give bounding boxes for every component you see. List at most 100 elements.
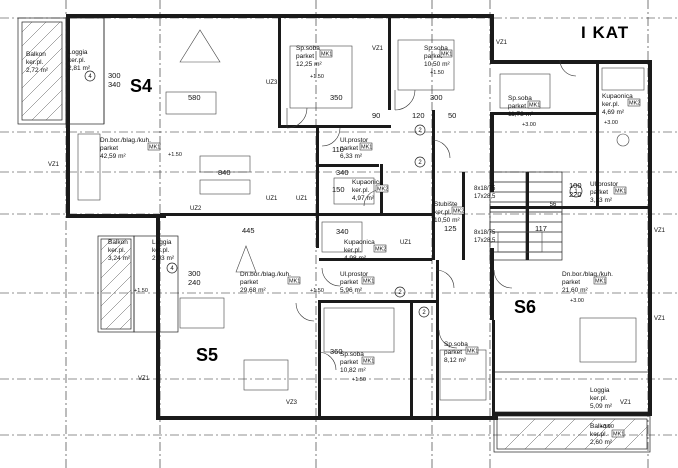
room-s5-loggia-area: 2,03 m² — [152, 255, 175, 262]
dimension-label: 300 — [188, 269, 201, 278]
svg-text:MK1: MK1 — [595, 279, 606, 285]
finish-tags: MK1 MK1 MK1 MK1 MK2 MK2 MK1 MK2 MK1 MK2 … — [147, 49, 640, 438]
finish-tag-box: MK1 — [527, 100, 540, 109]
dimension-label: 350 — [330, 93, 343, 102]
room-s5-spsoba-floor: parket — [340, 359, 358, 366]
svg-text:MK1: MK1 — [363, 279, 374, 285]
room-s6-spsoba1-name: Sp.soba — [508, 95, 532, 102]
wall-tag: VZ3 — [286, 400, 298, 406]
level-mark: +1.50 — [430, 70, 444, 76]
dimension-label: 580 — [188, 93, 201, 102]
room-s6-spsoba2-area: 8,12 m² — [444, 357, 467, 364]
wall-tag: VZ1 — [372, 46, 384, 52]
room-s5-kupaonica-floor: ker.pl. — [344, 247, 362, 254]
wall-tags: VZ1 VZ1 UZ3 VZ1 UZ1 UZ1 UZ1 VZ1 VZ1 VZ1 … — [48, 40, 666, 406]
room-s4-spsoba2-area: 10,50 m² — [424, 61, 450, 68]
wall-tag: UZ1 — [296, 196, 308, 202]
svg-text:MK1: MK1 — [613, 432, 624, 438]
axis-mark: 2 — [398, 290, 402, 296]
room-s4-kupaonica-name: Kupaonica — [352, 179, 383, 186]
room-s4-kupaonica-floor: ker.pl. — [352, 187, 370, 194]
room-s4-loggia-area: 2,81 m² — [68, 65, 91, 72]
room-s4-ulprostor-name: Ul.prostor — [340, 137, 369, 144]
room-s6-balkon-floor: ker.pl. — [590, 431, 608, 438]
dimension-label: 300 — [430, 93, 443, 102]
apartment-label-s6: S6 — [514, 297, 536, 317]
room-s5-dnbor-area: 29,68 m² — [240, 287, 266, 294]
finish-tag-box: MK1 — [593, 276, 606, 285]
room-s5-ulprostor-area: 5,96 m² — [340, 287, 363, 294]
room-s5-spsoba-name: Sp.soba — [340, 351, 364, 358]
room-s5-kupaonica-name: Kupaonica — [344, 239, 375, 246]
room-s6-loggia-name: Loggia — [590, 387, 610, 394]
axis-mark: 2 — [418, 160, 422, 166]
dimension-label: 117 — [535, 224, 547, 233]
room-s4-kupaonica-area: 4,97 m² — [352, 195, 375, 202]
stair-note: 8x18/75 — [474, 186, 496, 192]
finish-tag-box: MK2 — [451, 206, 464, 215]
dimension-label: 90 — [372, 111, 380, 120]
room-s5-ulprostor-name: Ul.prostor — [340, 271, 369, 278]
axis-mark: 4 — [170, 266, 174, 272]
room-s4-dnbor-floor: parket — [100, 145, 118, 152]
room-s5-balkon-area: 3,24 m² — [108, 255, 131, 262]
finish-tag-box: MK1 — [439, 49, 452, 58]
furniture — [77, 29, 645, 401]
room-s5-dnbor-name: Dn.bor./blag./kuh. — [240, 271, 291, 278]
balcony-s4 — [17, 17, 105, 125]
svg-text:MK1: MK1 — [529, 103, 540, 109]
room-stubiste-floor: ker.pl. — [434, 209, 452, 216]
svg-text:MK1: MK1 — [363, 359, 374, 365]
room-s6-kupaonica-name: Kupaonica — [602, 93, 633, 100]
level-mark: +1.50 — [352, 377, 366, 383]
svg-text:MK1: MK1 — [289, 279, 300, 285]
stair-number: 56 — [550, 202, 557, 208]
finish-tag-box: MK1 — [465, 346, 478, 355]
room-s4-spsoba2-name: Sp.soba — [424, 45, 448, 52]
finish-tag-box: MK1 — [147, 142, 160, 151]
svg-text:MK1: MK1 — [615, 189, 626, 195]
wall-tag: VZ1 — [620, 400, 632, 406]
room-s6-dnbor-name: Dn.bor./blag./kuh. — [562, 271, 613, 278]
room-s5-balkon-floor: ker.pl. — [108, 247, 126, 254]
room-s4-spsoba2-floor: parket — [424, 53, 442, 60]
wall-tag: UZ1 — [266, 196, 278, 202]
svg-text:MK1: MK1 — [361, 145, 372, 151]
wall-tag: UZ3 — [266, 80, 278, 86]
finish-tag-box: MK1 — [319, 49, 332, 58]
balcony-s6 — [493, 371, 651, 453]
room-s6-loggia-area: 5,09 m² — [590, 403, 613, 410]
room-s4-ulprostor-floor: parket — [340, 145, 358, 152]
room-s6-spsoba1-floor: parket — [508, 103, 526, 110]
level-mark: +1.50 — [134, 288, 148, 294]
dimension-label: 840 — [218, 168, 231, 177]
room-s5-spsoba-area: 10,82 m² — [340, 367, 366, 374]
room-s6-spsoba2-name: Sp.soba — [444, 341, 468, 348]
room-s6-spsoba1-area: 11,73 m² — [508, 111, 534, 118]
level-mark: +1.50 — [310, 74, 324, 80]
apartment-label-s5: S5 — [196, 345, 218, 365]
level-mark: +1.50 — [168, 152, 182, 158]
axis-markers: 4 2 2 2 2 4 — [84, 70, 430, 318]
room-stubiste-name: Stubište — [434, 201, 458, 208]
dimension-label: 150 — [332, 185, 345, 194]
room-s4-spsoba1-area: 12,25 m² — [296, 61, 322, 68]
dimension-label: 110 — [332, 145, 344, 154]
room-s5-loggia-name: Loggia — [152, 239, 172, 246]
room-s6-dnbor-floor: parket — [562, 279, 580, 286]
finish-tag-box: MK1 — [287, 276, 300, 285]
dimension-label: 220 — [569, 190, 582, 199]
room-s6-balkon-name: Balkon — [590, 423, 610, 430]
room-s4-balkon-area: 2,72 m² — [26, 67, 49, 74]
level-mark: +3.00 — [570, 298, 584, 304]
svg-text:MK2: MK2 — [453, 209, 464, 215]
dimension-label: 340 — [336, 168, 349, 177]
svg-text:MK1: MK1 — [467, 349, 478, 355]
room-s5-kupaonica-area: 4,98 m² — [344, 255, 367, 262]
finish-tag-box: MK1 — [361, 276, 374, 285]
dimension-label: 360 — [330, 347, 343, 356]
finish-tag-box: MK1 — [361, 356, 374, 365]
room-s6-loggia-floor: ker.pl. — [590, 395, 608, 402]
room-s4-ulprostor-area: 6,33 m² — [340, 153, 363, 160]
